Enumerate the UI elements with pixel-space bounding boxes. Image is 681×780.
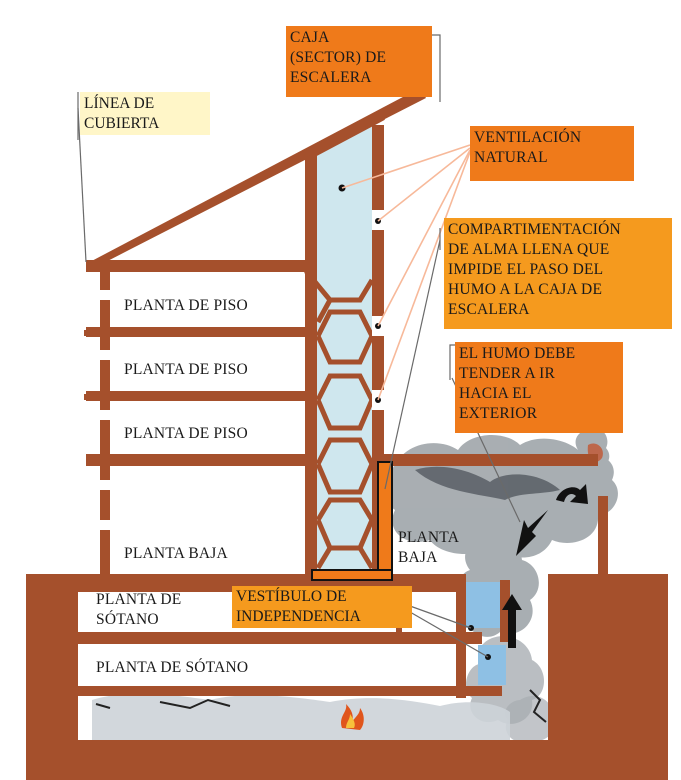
floor-label-3: PLANTA DE PISO	[124, 425, 248, 442]
basement-label-2: PLANTA DE SÓTANO	[96, 659, 249, 676]
stair-box-callout: CAJA (SECTOR) DE ESCALERA	[286, 26, 432, 97]
ground-floor-label-left: PLANTA BAJA	[124, 545, 228, 562]
vestibule-callout: VESTÍBULO DE INDEPENDENCIA	[232, 586, 412, 628]
ventilation-callout: VENTILACIÓN NATURAL	[470, 126, 634, 181]
basement-smoke	[92, 693, 510, 740]
compartment-callout: COMPARTIMENTACIÓN DE ALMA LLENA QUE IMPI…	[444, 218, 672, 329]
compartment-wall	[311, 461, 393, 581]
ground-floor-label-right: PLANTA BAJA	[398, 529, 460, 566]
vent-leader-lines	[341, 144, 471, 401]
roof-line-callout: LÍNEA DE CUBIERTA	[80, 92, 210, 135]
vestibule	[466, 582, 506, 685]
fire-icon	[341, 704, 364, 730]
facade-openings	[100, 290, 110, 530]
floor-label-2: PLANTA DE PISO	[124, 361, 248, 378]
smoke-callout: EL HUMO DEBE TENDER A IR HACIA EL EXTERI…	[455, 342, 623, 433]
basement-label-1: PLANTA DE SÓTANO	[96, 591, 182, 628]
floor-label-1: PLANTA DE PISO	[124, 297, 248, 314]
up-arrow-icon	[502, 484, 588, 648]
